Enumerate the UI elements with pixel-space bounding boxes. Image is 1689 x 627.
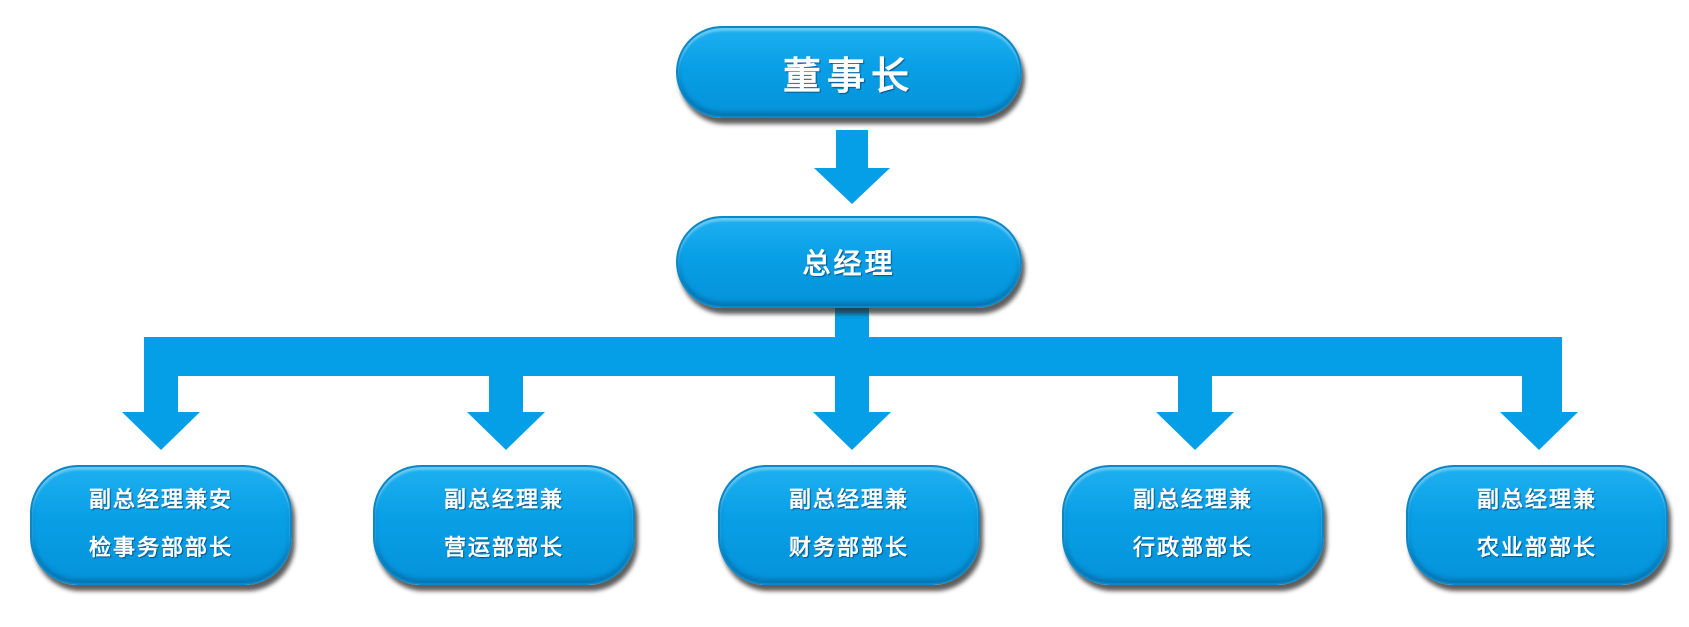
dept-node-safety-inspection: 副总经理兼安 检事务部部长	[30, 465, 292, 585]
dept-title-line2: 营运部部长	[443, 536, 564, 561]
arrow-chairman-to-gm	[814, 130, 890, 204]
dept-title-line2: 检事务部部长	[88, 536, 233, 561]
dept-title-line1: 副总经理兼安	[88, 488, 233, 513]
arrow-to-dept-3	[813, 376, 891, 450]
dept-node-finance: 副总经理兼 财务部部长	[718, 465, 980, 585]
dept-title-line1: 副总经理兼	[1476, 488, 1597, 513]
general-manager-label: 总经理	[802, 247, 896, 280]
dept-title-line2: 农业部部长	[1476, 536, 1597, 561]
dept-title-line1: 副总经理兼	[788, 488, 909, 513]
dept-title-line1: 副总经理兼	[443, 488, 564, 513]
dept-node-administration: 副总经理兼 行政部部长	[1062, 465, 1324, 585]
dept-title-line1: 副总经理兼	[1132, 488, 1253, 513]
dept-node-agriculture: 副总经理兼 农业部部长	[1406, 465, 1668, 585]
arrow-to-dept-2	[467, 376, 545, 450]
arrow-to-dept-4	[1156, 376, 1234, 450]
horizontal-bus	[144, 337, 1562, 376]
arrow-to-dept-1	[122, 376, 200, 450]
stem-gm	[835, 306, 869, 338]
dept-title-line2: 财务部部长	[788, 536, 909, 561]
arrow-to-dept-5	[1500, 376, 1578, 450]
chairman-node: 董事长	[676, 26, 1022, 118]
dept-node-operations: 副总经理兼 营运部部长	[373, 465, 635, 585]
general-manager-node: 总经理	[676, 216, 1022, 308]
dept-title-line2: 行政部部长	[1132, 536, 1253, 561]
chairman-label: 董事长	[782, 53, 915, 98]
